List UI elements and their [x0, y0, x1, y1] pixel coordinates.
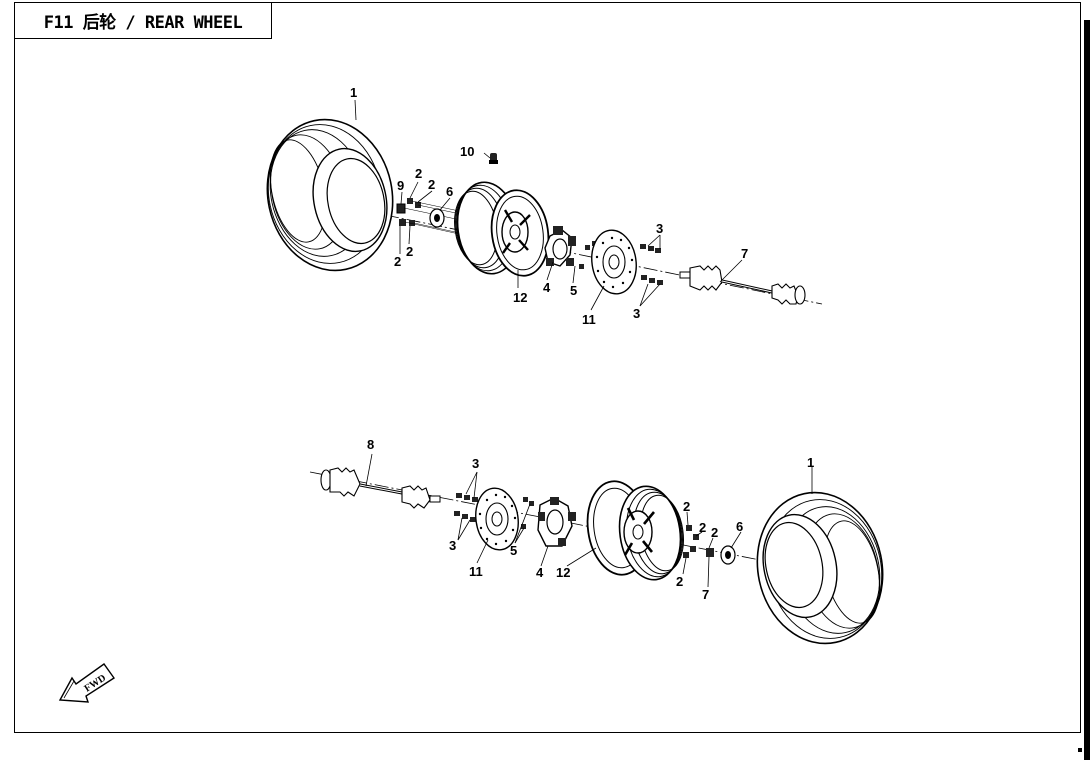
callout-label: 1 — [350, 85, 357, 100]
callout-label: 2 — [711, 525, 718, 540]
callout-label: 4 — [543, 280, 551, 295]
callout-label: 11 — [469, 564, 483, 579]
lower-tire — [756, 491, 884, 645]
callout-label: 4 — [536, 565, 544, 580]
callout-label: 12 — [556, 565, 570, 580]
upper-assembly: 1 10 9 2 2 2 2 6 12 4 5 11 3 3 7 — [266, 85, 823, 327]
lower-disc-bolts — [454, 493, 478, 522]
upper-tire — [266, 118, 394, 272]
upper-brake-disc — [591, 229, 637, 295]
callout-label: 5 — [510, 543, 517, 558]
callout-label: 11 — [582, 312, 596, 327]
callout-label: 1 — [807, 455, 814, 470]
lower-hub — [537, 497, 576, 547]
lower-drive-shaft — [320, 467, 441, 509]
callout-label: 5 — [570, 283, 577, 298]
lower-rim — [586, 480, 684, 581]
callout-label: 3 — [633, 306, 640, 321]
upper-drive-shaft — [679, 265, 806, 305]
lower-assembly: 8 3 3 11 5 4 12 2 2 2 2 6 7 1 — [309, 437, 884, 645]
callout-label: 2 — [699, 520, 706, 535]
upper-disc-bolts — [640, 244, 663, 285]
corner-mark — [1078, 748, 1082, 752]
callout-label: 2 — [415, 166, 422, 181]
callout-label: 9 — [397, 178, 404, 193]
callout-label: 10 — [460, 144, 474, 159]
callout-label: 3 — [472, 456, 479, 471]
upper-rim — [454, 181, 550, 277]
callout-label: 12 — [513, 290, 527, 305]
lower-brake-disc — [475, 487, 519, 551]
lower-axle-nut — [720, 545, 736, 565]
lower-hub-bolts — [521, 497, 534, 529]
diagram-title: F11 后轮 / REAR WHEEL — [14, 2, 272, 39]
fwd-arrow-icon: FWD — [58, 663, 115, 703]
callout-label: 8 — [367, 437, 374, 452]
callout-label: 6 — [446, 184, 453, 199]
callout-label: 2 — [394, 254, 401, 269]
callout-label: 7 — [741, 246, 748, 261]
callout-label: 7 — [702, 587, 709, 602]
lower-leaders — [365, 453, 813, 588]
upper-axle-nut — [429, 208, 445, 228]
drawing-frame — [14, 2, 1081, 733]
callout-label: 2 — [406, 244, 413, 259]
upper-valve — [489, 153, 498, 164]
sheet-edge — [1084, 20, 1090, 760]
upper-hub — [544, 226, 576, 267]
callout-label: 2 — [676, 574, 683, 589]
callout-label: 6 — [736, 519, 743, 534]
callout-label: 3 — [656, 221, 663, 236]
callout-label: 2 — [683, 499, 690, 514]
callout-label: 3 — [449, 538, 456, 553]
lower-lug-nuts — [683, 525, 714, 558]
upper-leaders — [354, 99, 743, 311]
callout-label: 2 — [428, 177, 435, 192]
